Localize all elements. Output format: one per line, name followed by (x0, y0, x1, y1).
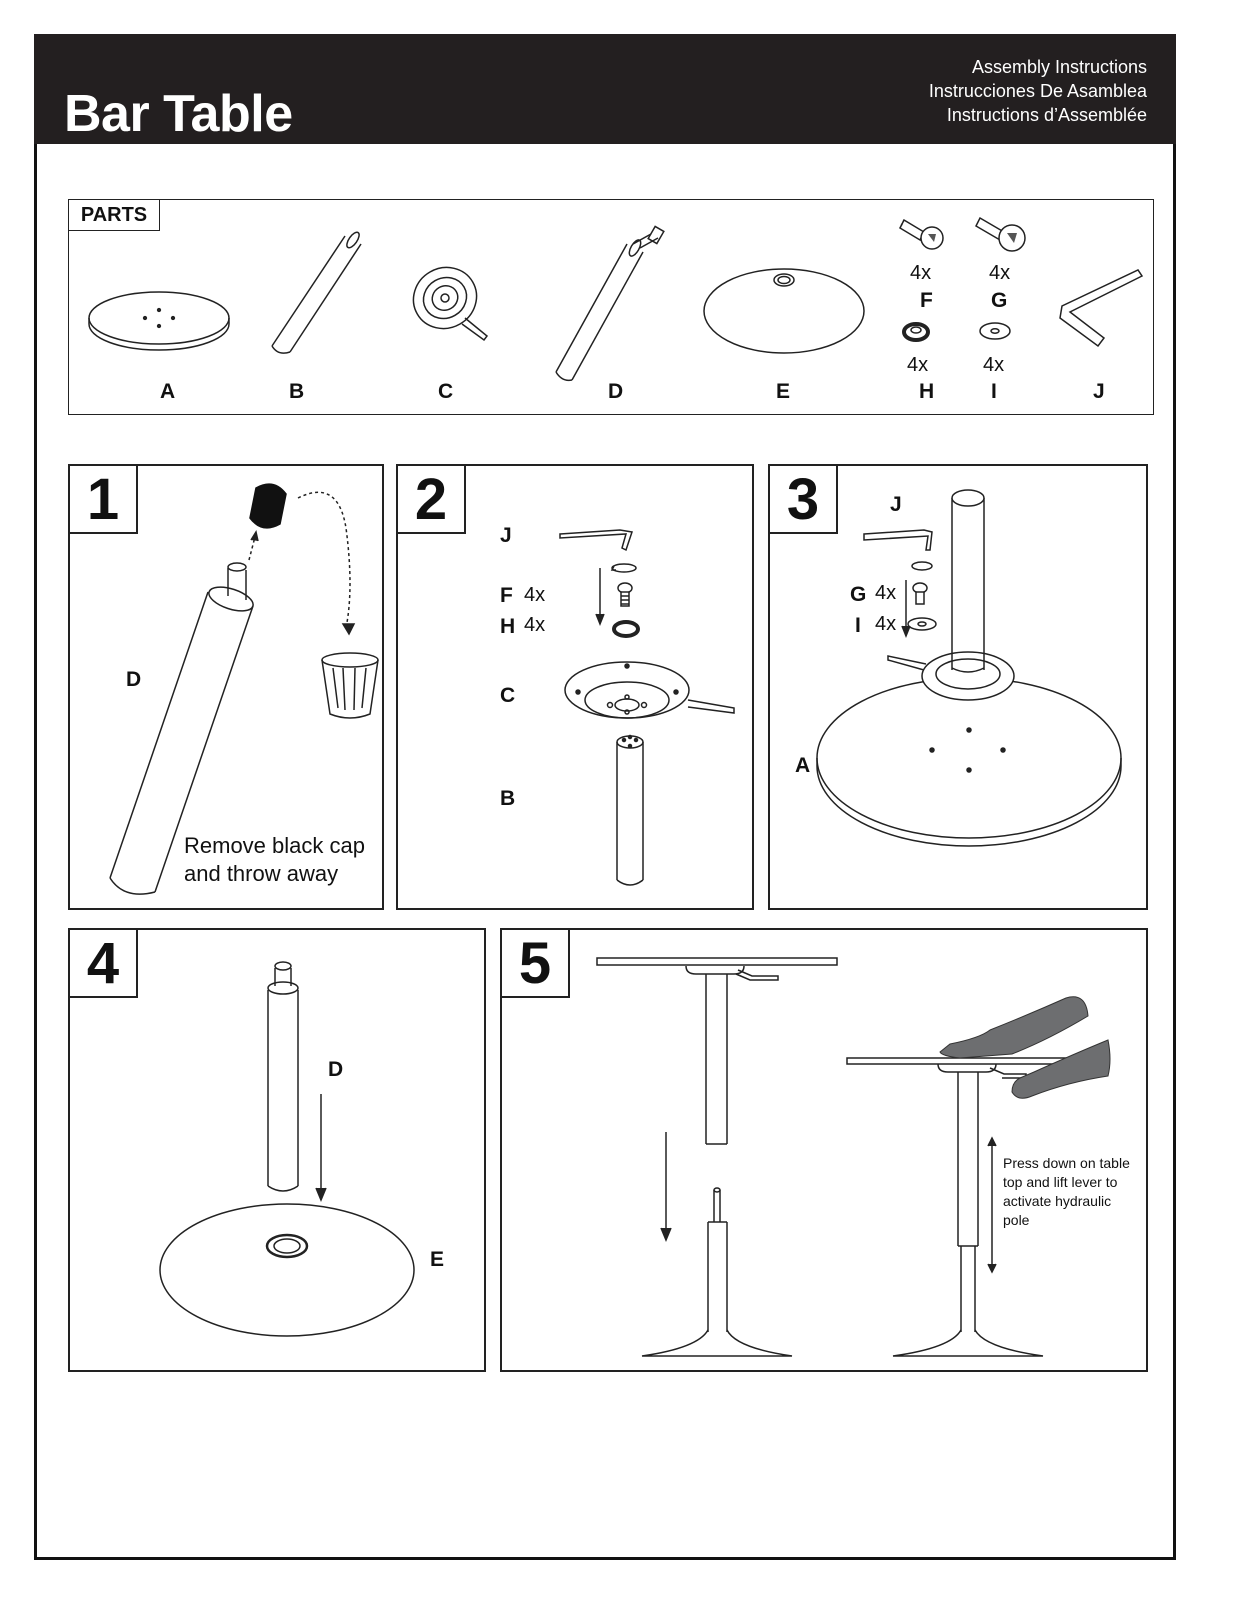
part-a-label: A (160, 380, 176, 403)
part-a-tabletop-icon (88, 291, 230, 351)
hand-lifting-lever-icon (1011, 1039, 1111, 1099)
subtitle-fr: Instructions d’Assemblée (946, 105, 1147, 125)
step-2-allen-key (559, 529, 637, 573)
step-1-number: 1 (68, 464, 138, 534)
step-3-allen-key (863, 529, 933, 571)
subtitle-es: Instrucciones De Asamblea (928, 81, 1147, 101)
step-2-label-h: H (500, 615, 516, 638)
step-5-number: 5 (500, 928, 570, 998)
part-h-qty: 4x (907, 354, 929, 376)
parts-tag: PARTS (68, 199, 160, 231)
step-2-number: 2 (396, 464, 466, 534)
step-3-label-a: A (795, 754, 811, 777)
step-5-panel (500, 928, 1148, 1372)
step-5-note-line-3: activate hydraulic (1003, 1193, 1112, 1209)
step-2-label-c: C (500, 684, 516, 707)
black-cap-icon (249, 483, 287, 529)
page-title: Bar Table (64, 85, 293, 143)
step-2-panel (396, 464, 754, 910)
part-d-pole-icon (555, 225, 665, 382)
step-1-label-d: D (126, 668, 142, 691)
step-5-base-left (641, 1187, 793, 1357)
step-2-qty-h: 4x (524, 614, 546, 636)
step-5-table-top-left (596, 957, 838, 1145)
part-i-qty: 4x (983, 354, 1005, 376)
step-3-qty-i: 4x (875, 613, 897, 635)
part-g-bolt-icon (975, 216, 1026, 252)
part-e-label: E (776, 380, 791, 403)
step-4-panel (68, 928, 486, 1372)
step-1-note: Remove black cap and throw away (184, 832, 365, 888)
part-g-label: G (991, 289, 1008, 312)
part-j-label: J (1093, 380, 1105, 403)
step-3-plate-and-tube (887, 489, 1015, 701)
part-f-label: F (920, 289, 933, 312)
step-3-bolt (912, 582, 928, 605)
step-1-note-line-1: Remove black cap (184, 833, 365, 858)
step-3-washer (907, 617, 937, 631)
step-2-washer (612, 620, 640, 638)
part-c-label: C (438, 380, 454, 403)
parts-panel (68, 199, 1154, 415)
step-2-tube (616, 734, 644, 886)
step-2-label-f: F (500, 584, 513, 607)
step-3-label-i: I (855, 614, 861, 637)
trash-can-icon (321, 652, 379, 719)
step-3-qty-g: 4x (875, 582, 897, 604)
step-4-label-e: E (430, 1248, 445, 1271)
part-j-allen-key-icon (1059, 269, 1144, 348)
step-5-note: Press down on table top and lift lever t… (1003, 1154, 1130, 1230)
step-2-qty-f: 4x (524, 584, 546, 606)
step-1-pole-drawing (109, 530, 259, 895)
step-1-note-line-2: and throw away (184, 861, 339, 886)
header-subtitles: Assembly Instructions Instrucciones De A… (929, 55, 1147, 127)
part-d-label: D (608, 380, 624, 403)
header-bar (34, 34, 1176, 144)
part-i-label: I (991, 380, 997, 403)
cap-toss-arrow (297, 491, 351, 629)
step-5-note-line-4: pole (1003, 1212, 1030, 1228)
part-f-qty: 4x (910, 262, 932, 284)
part-b-tube-icon (271, 231, 362, 354)
step-3-label-j: J (890, 493, 902, 516)
subtitle-en: Assembly Instructions (971, 57, 1147, 77)
step-5-note-line-2: top and lift lever to (1003, 1174, 1118, 1190)
step-3-label-g: G (850, 583, 867, 606)
step-2-label-b: B (500, 787, 516, 810)
step-4-base (159, 1203, 415, 1337)
part-b-label: B (289, 380, 305, 403)
step-4-pole (267, 961, 299, 1192)
part-e-base-icon (703, 268, 865, 354)
part-h-washer-icon (902, 322, 930, 342)
part-i-washer-icon (979, 322, 1011, 340)
step-4-number: 4 (68, 928, 138, 998)
step-3-number: 3 (768, 464, 838, 534)
step-5-note-line-1: Press down on table (1003, 1155, 1130, 1171)
part-h-label: H (919, 380, 935, 403)
part-g-qty: 4x (989, 262, 1011, 284)
hand-pressing-icon (939, 996, 1089, 1059)
part-c-plate-icon (412, 266, 489, 342)
step-4-label-d: D (328, 1058, 344, 1081)
step-2-label-j: J (500, 524, 512, 547)
step-2-plate (564, 661, 735, 719)
step-3-tabletop (816, 677, 1122, 847)
part-f-bolt-icon (899, 218, 944, 250)
step-2-bolt (617, 582, 633, 607)
